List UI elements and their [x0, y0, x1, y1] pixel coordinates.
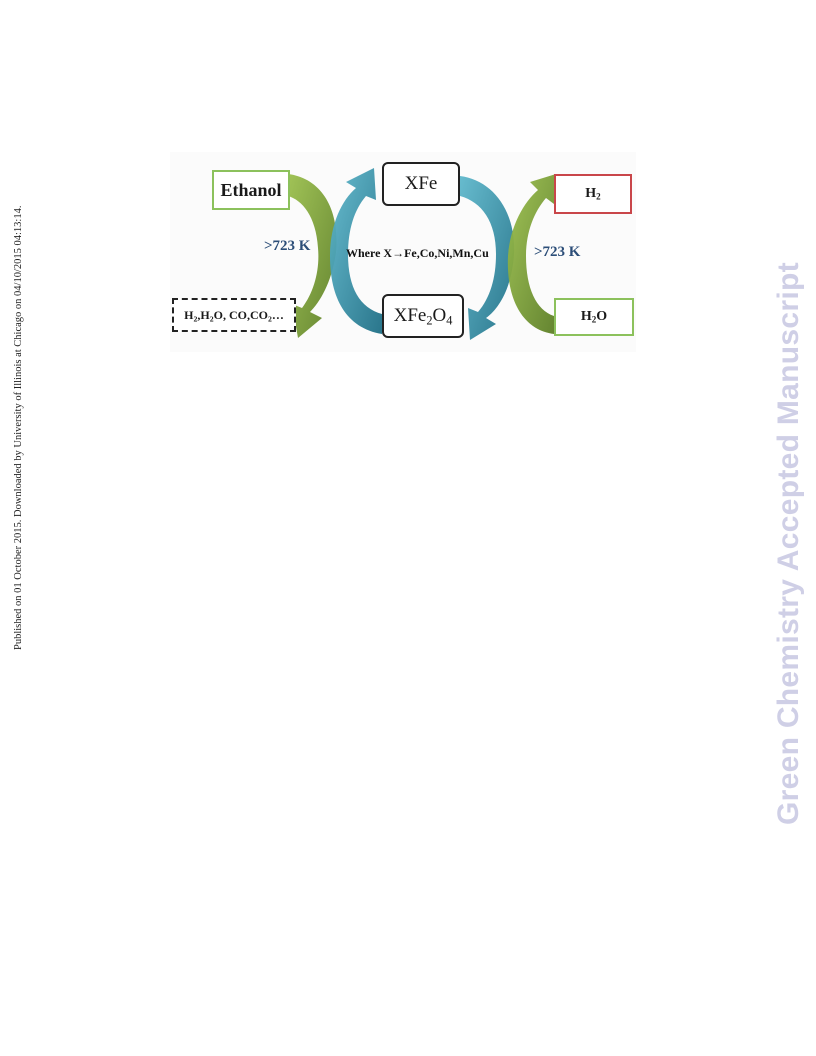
xfe2o4-box: XFe2O4 [382, 294, 464, 338]
xfe2o4-label: XFe2O4 [393, 305, 453, 328]
byproducts-box: H2,H2O, CO,CO2… [172, 298, 296, 332]
xfe-box: XFe [382, 162, 460, 206]
arrow-left-teal [330, 168, 382, 334]
ethanol-box: Ethanol [212, 170, 290, 210]
cycle-arrows [288, 168, 556, 340]
hydrogen-label: H2 [585, 186, 601, 202]
water-label: H2O [580, 309, 608, 325]
ethanol-label: Ethanol [220, 179, 282, 200]
manuscript-watermark: Green Chemistry Accepted Manuscript [772, 262, 805, 825]
xfe-label: XFe [404, 173, 438, 194]
metal-substitution-note: Where X→Fe,Co,Ni,Mn,Cu [346, 246, 489, 260]
temperature-label-left: >723 K [264, 238, 311, 254]
reaction-cycle-diagram: Ethanol XFe XFe2O4 H2 H2O H2,H2O, CO,CO2… [170, 152, 636, 352]
arrow-right-green [507, 174, 556, 334]
publication-note: Published on 01 October 2015. Downloaded… [13, 205, 24, 650]
water-box: H2O [554, 298, 634, 336]
temperature-label-right: >723 K [534, 244, 581, 260]
arrow-left-green [288, 174, 337, 338]
byproducts-label: H2,H2O, CO,CO2… [184, 307, 284, 323]
arrow-right-teal [460, 176, 515, 340]
hydrogen-box: H2 [554, 174, 632, 214]
